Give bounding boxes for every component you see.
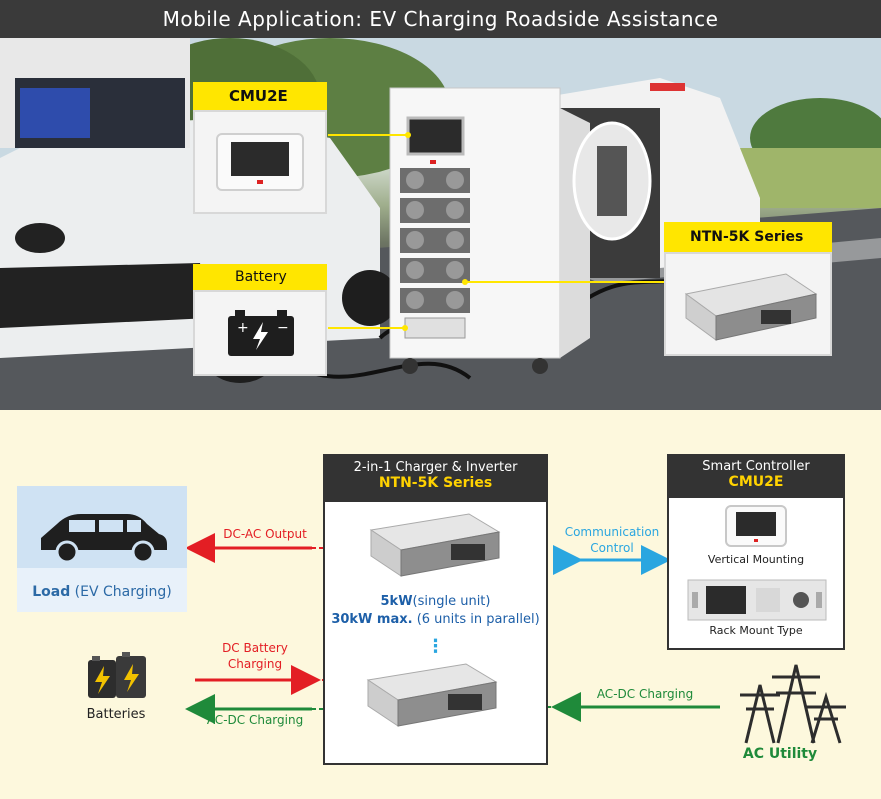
batteries-icon — [80, 650, 160, 702]
rack-mount-label: Rack Mount Type — [709, 624, 803, 637]
svg-text:+: + — [237, 320, 249, 336]
ntn-callout-image — [664, 252, 832, 356]
batteries-label: Batteries — [86, 707, 146, 722]
ac-dc-charging-right-label: AC-DC Charging — [596, 687, 694, 701]
battery-callout-image: + − — [193, 290, 327, 376]
charger-spec-line2: 30kW max. (6 units in parallel) — [323, 612, 548, 627]
svg-text:−: − — [277, 320, 289, 336]
charger-box-title: 2-in-1 Charger & Inverter — [353, 460, 518, 475]
spec-line1-bold: 5kW — [380, 594, 413, 609]
ac-utility-label: AC Utility — [742, 746, 818, 762]
charger-spec-line1: 5kW(single unit) — [323, 594, 548, 609]
controller-box-model: CMU2E — [728, 474, 784, 490]
ntn-unit-image-top — [369, 513, 501, 577]
spec-line2-rest: (6 units in parallel) — [412, 612, 540, 627]
load-box: Load (EV Charging) — [17, 486, 187, 612]
dc-ac-output-label: DC-AC Output — [223, 527, 307, 541]
load-label-rest: (EV Charging) — [70, 584, 172, 600]
cmu2e-device-icon — [216, 133, 304, 191]
cmu2e-rack-image — [687, 579, 827, 621]
spec-line1-rest: (single unit) — [412, 594, 491, 609]
cmu2e-callout-image — [193, 110, 327, 214]
cmu2e-callout-label: CMU2E — [193, 82, 327, 110]
controller-box-header: Smart Controller CMU2E — [667, 454, 845, 498]
ac-dc-charging-left-label: AC-DC Charging — [206, 713, 304, 727]
dc-battery-charging-label-2: Charging — [227, 657, 283, 671]
controller-box-title: Smart Controller — [702, 459, 810, 474]
suv-icon — [41, 514, 167, 564]
charger-box-model: NTN-5K Series — [378, 475, 493, 491]
ev-roadside-photo: CMU2E Battery + − NTN-5K Series — [0, 38, 881, 410]
parallel-ellipsis: ⋮ — [426, 636, 445, 657]
load-label: Load (EV Charging) — [17, 584, 187, 600]
communication-label-1: Communication — [564, 525, 660, 539]
dc-battery-charging-label-1: DC Battery — [222, 641, 288, 655]
load-label-bold: Load — [32, 584, 71, 600]
transmission-tower-icon — [740, 664, 846, 744]
page-title: Mobile Application: EV Charging Roadside… — [0, 0, 881, 38]
vertical-mounting-label: Vertical Mounting — [707, 553, 805, 566]
communication-label-2: Control — [590, 541, 634, 555]
ntn-callout-label: NTN-5K Series — [664, 222, 832, 252]
battery-callout-label: Battery — [193, 264, 327, 290]
ntn-unit-image-bottom — [366, 663, 498, 727]
spec-line2-bold: 30kW max. — [331, 612, 413, 627]
battery-icon: + − — [228, 310, 294, 356]
ntn-unit-icon — [684, 273, 818, 341]
charger-box-header: 2-in-1 Charger & Inverter NTN-5K Series — [323, 454, 548, 502]
cmu2e-vertical-image — [725, 505, 787, 547]
